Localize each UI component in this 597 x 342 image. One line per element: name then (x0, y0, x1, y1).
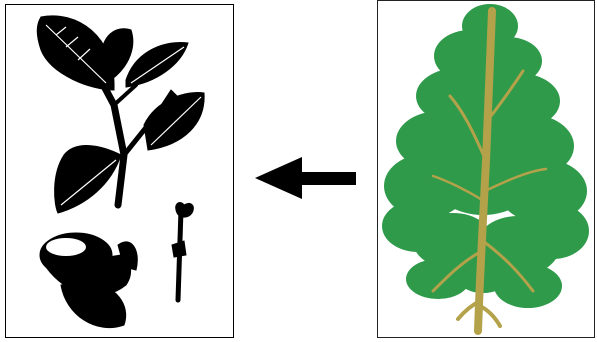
tree-panel (377, 0, 595, 338)
leaf-detail-panel (5, 4, 234, 338)
oak-twig-drawing (37, 16, 204, 328)
leaf-detail-illustration (6, 5, 235, 339)
acorn-highlight (46, 238, 86, 256)
arrow-shaft (300, 172, 356, 185)
tree-illustration (378, 1, 596, 339)
arrow-head (255, 157, 302, 199)
